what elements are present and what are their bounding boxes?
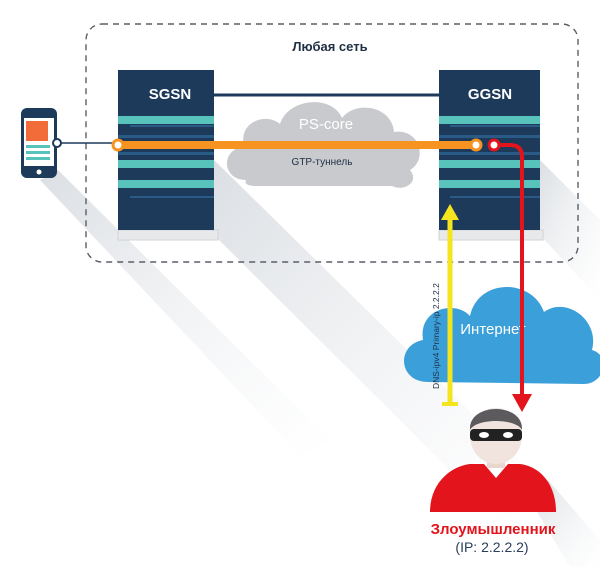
phone-app-icon — [26, 121, 48, 141]
dns-label: DNS-ipv4 Primary-ip 2.2.2.2 — [431, 283, 441, 389]
attacker-hair — [469, 409, 523, 430]
sgsn-server: SGSN — [117, 70, 219, 241]
malicious-path — [487, 138, 532, 412]
dns-arrowhead — [441, 204, 459, 220]
internet-label: Интернет — [460, 321, 526, 338]
ggsn-shadow — [540, 160, 600, 300]
attacker-label: Злоумышленник — [431, 521, 556, 538]
attacker-ip: (IP: 2.2.2.2) — [455, 539, 528, 555]
phone-shadow — [40, 170, 330, 456]
sgsn-label: SGSN — [149, 86, 192, 103]
attacker-body — [430, 464, 556, 512]
attacker-figure — [430, 408, 556, 512]
dns-path: DNS-ipv4 Primary-ip 2.2.2.2 — [431, 204, 459, 406]
network-title: Любая сеть — [292, 39, 367, 54]
internet-cloud: Интернет — [404, 287, 600, 384]
malicious-line — [494, 143, 524, 396]
attacker-mask — [470, 429, 522, 441]
sgsn-body — [118, 70, 214, 230]
gtp-tunnel — [111, 138, 483, 152]
mobile-phone — [21, 108, 120, 178]
internet-cloud-shape — [404, 287, 600, 384]
sgsn-ggsn-link — [204, 86, 450, 104]
ggsn-label: GGSN — [468, 86, 512, 103]
malicious-arrowhead — [512, 394, 532, 412]
gtp-tunnel-label: GTP-туннель — [292, 157, 353, 168]
ps-core-label: PS-core — [299, 116, 353, 133]
